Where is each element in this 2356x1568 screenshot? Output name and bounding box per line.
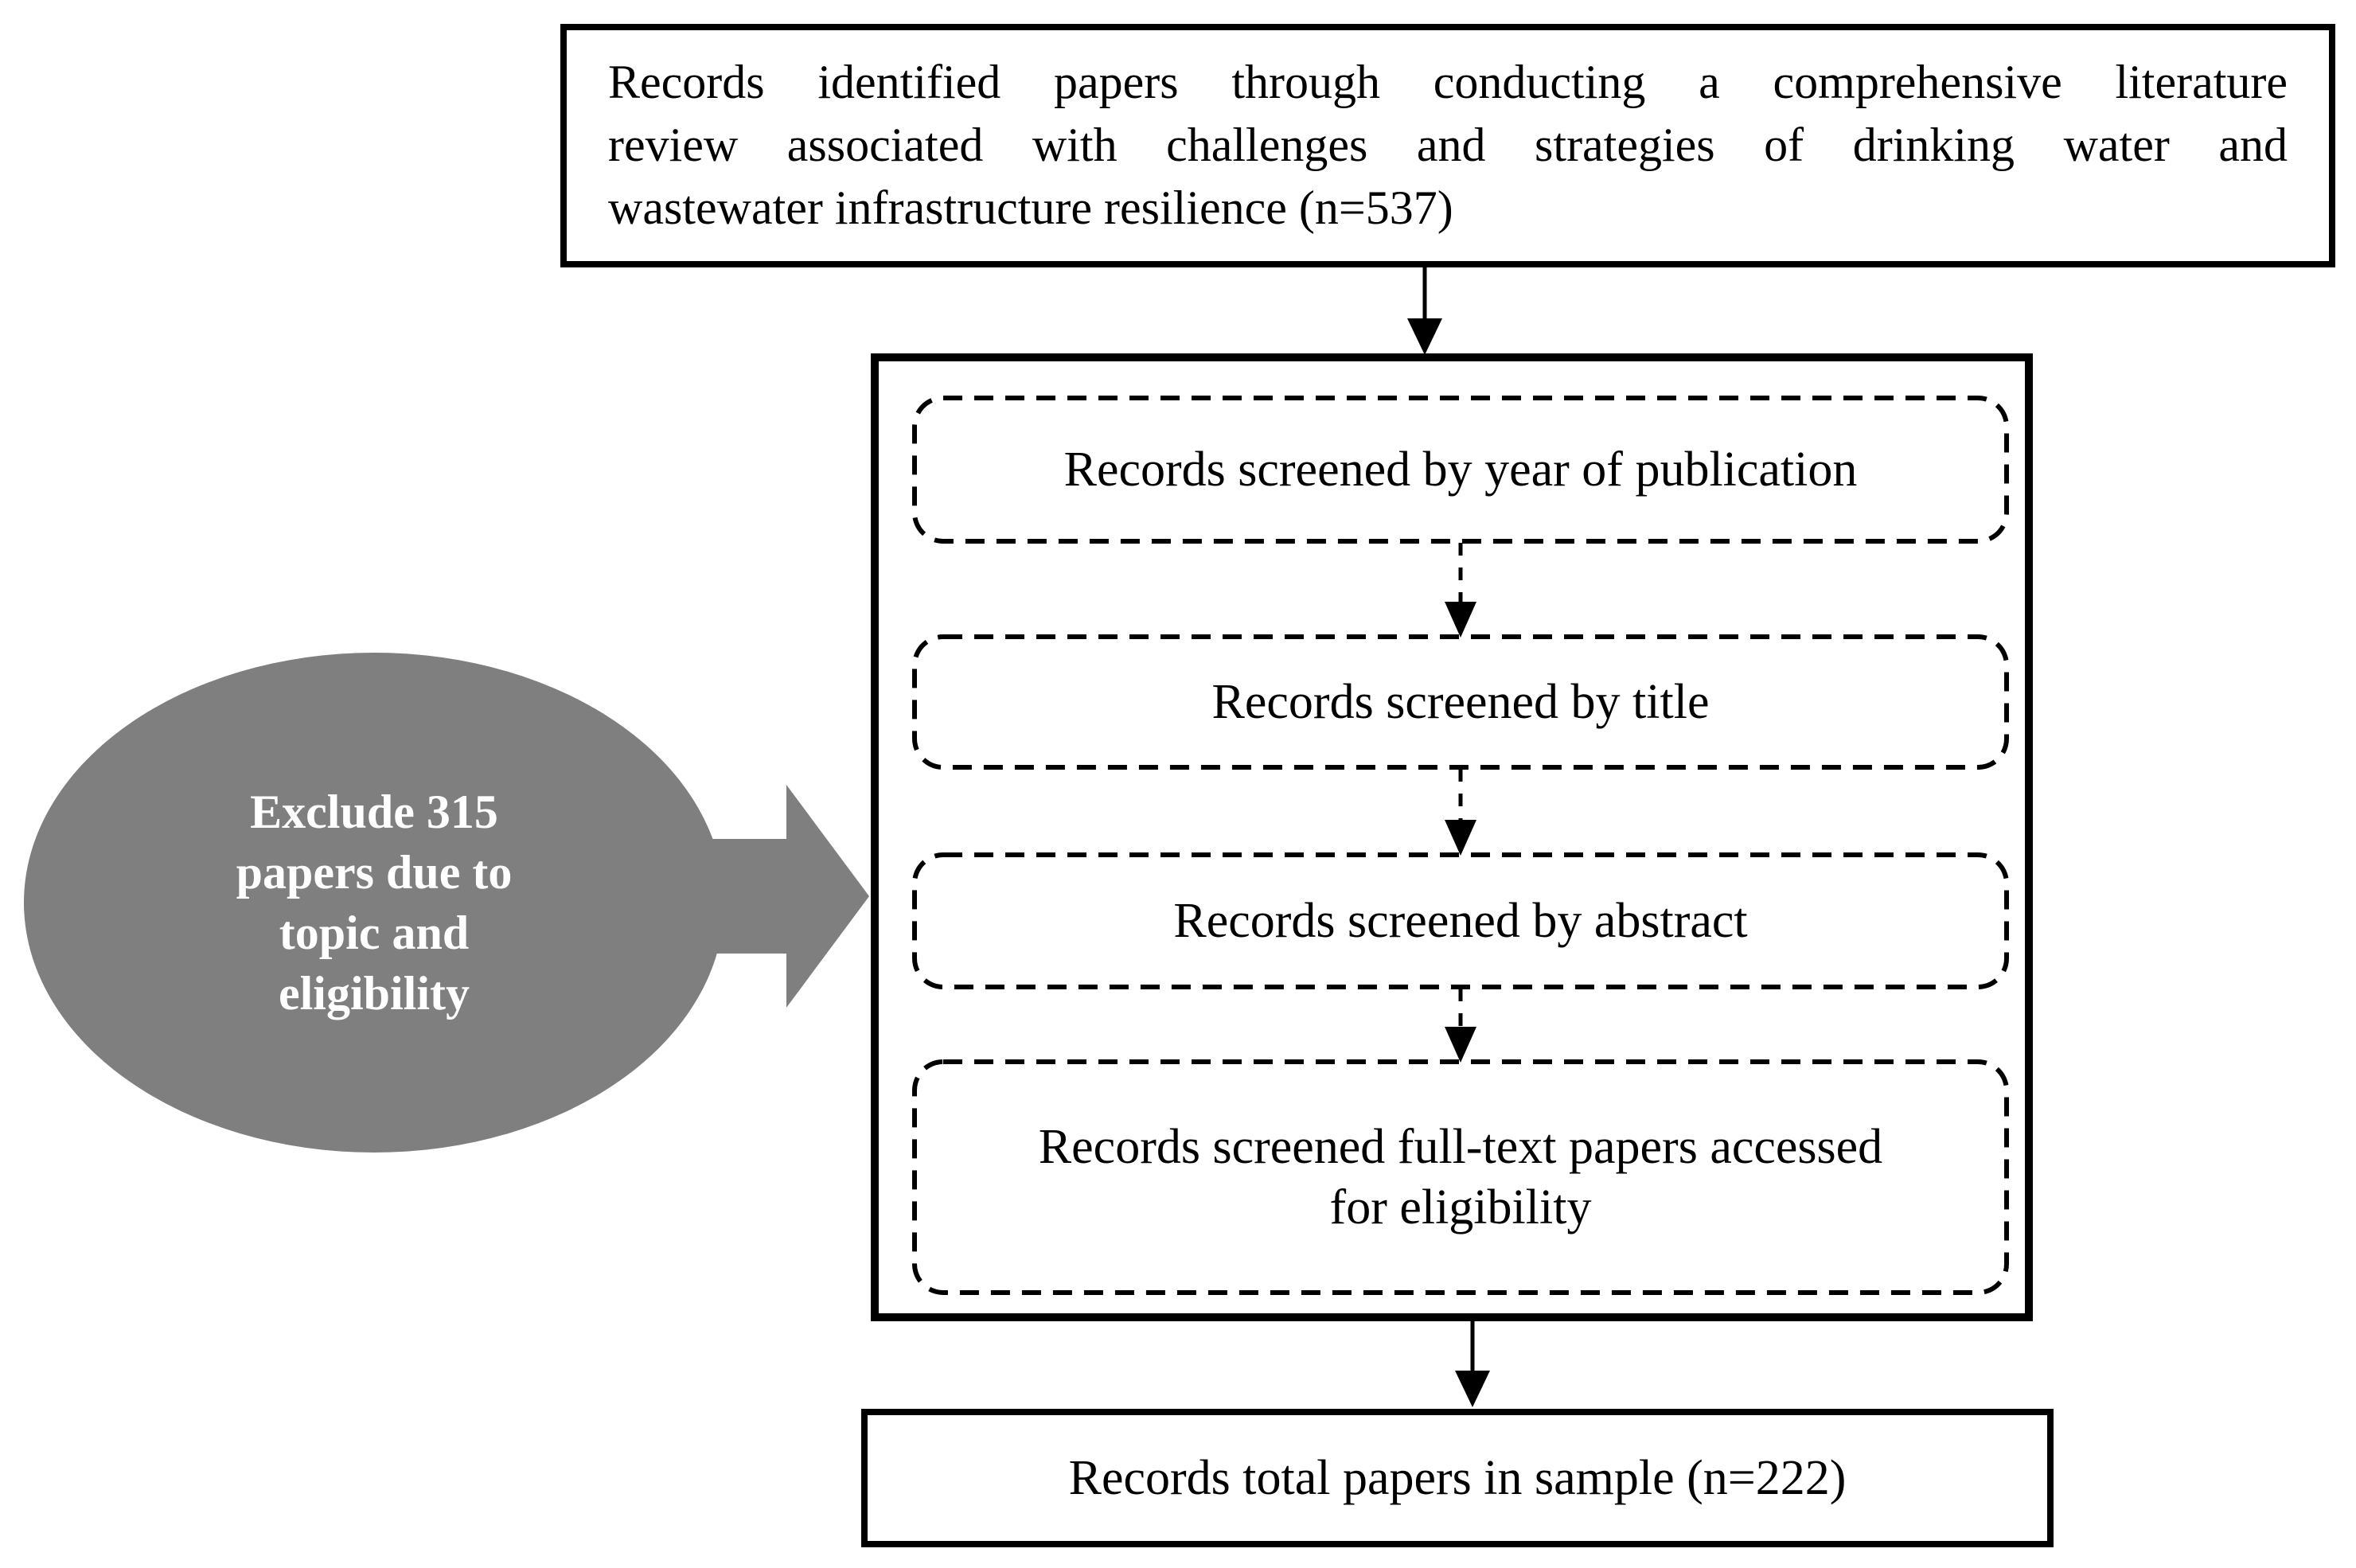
exclusion-ellipse-label: Exclude 315 papers due to topic and elig… — [236, 786, 513, 1020]
screening-step-box-outline-4 — [912, 1059, 2009, 1295]
screening-step-label-abstract: Records screened by abstract — [1173, 894, 1748, 948]
screening-step-label-fulltext: Records screened full-text papers access… — [1038, 1120, 1883, 1235]
step-connector-1-head — [1445, 602, 1476, 638]
screening-step-box-outline-2 — [912, 634, 2009, 770]
screening-step-box-outline-3 — [912, 852, 2009, 989]
identification-line-2: review associated with challenges and st… — [608, 119, 2288, 171]
screening-container-box — [871, 353, 2033, 1321]
identification-line-1: Records identified papers through conduc… — [608, 56, 2288, 108]
exclusion-block-arrow — [669, 785, 869, 1008]
identification-box: Records identified papers through conduc… — [560, 24, 2335, 267]
identification-line-3: wastewater infrastructure resilience (n=… — [608, 181, 1453, 234]
screening-step-label-title: Records screened by title — [1211, 675, 1710, 729]
step-connector-2-head — [1445, 820, 1476, 856]
result-label: Records total papers in sample (n=222) — [1068, 1450, 1847, 1505]
screening-step-box-outline-1 — [912, 396, 2009, 544]
result-box: Records total papers in sample (n=222) — [861, 1409, 2054, 1547]
step-connector-3-head — [1445, 1027, 1476, 1063]
flow-arrow-identification-head — [1407, 318, 1442, 355]
screening-step-label-year: Records screened by year of publication — [1063, 443, 1858, 497]
flow-arrow-result-head — [1455, 1371, 1490, 1407]
exclusion-ellipse — [24, 653, 724, 1153]
